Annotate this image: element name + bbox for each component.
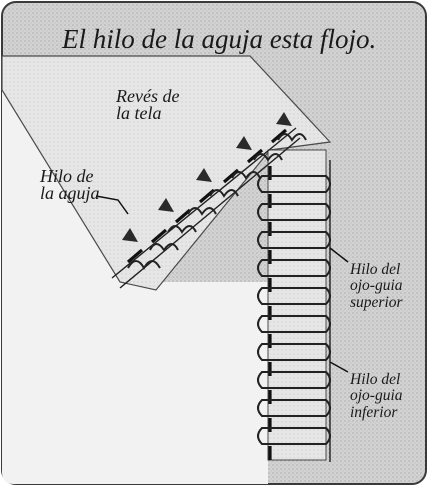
label-hilo-de-la-aguja: Hilo de la aguja	[40, 166, 100, 204]
label-hilo-ojo-guia-inferior: Hilo del ojo-guia inferior	[350, 371, 403, 421]
label-hilo-ojo-guia-superior: Hilo del ojo-guia superior	[350, 261, 403, 311]
label-reves-de-la-tela: Revés de la tela	[116, 86, 180, 124]
leader-inferior	[329, 361, 349, 373]
fabric-reverse	[1, 55, 332, 291]
diagonal-loops	[111, 127, 307, 289]
diagram-title: El hilo de la aguja esta flojo.	[62, 24, 377, 54]
needle-thread-tufts	[122, 112, 292, 242]
leader-superior	[329, 247, 349, 263]
leader-lines	[95, 195, 349, 373]
vertical-loops	[257, 160, 331, 462]
needle-thread-dashes	[126, 128, 288, 264]
leader-aguja	[95, 195, 129, 215]
white-panel	[2, 90, 268, 484]
